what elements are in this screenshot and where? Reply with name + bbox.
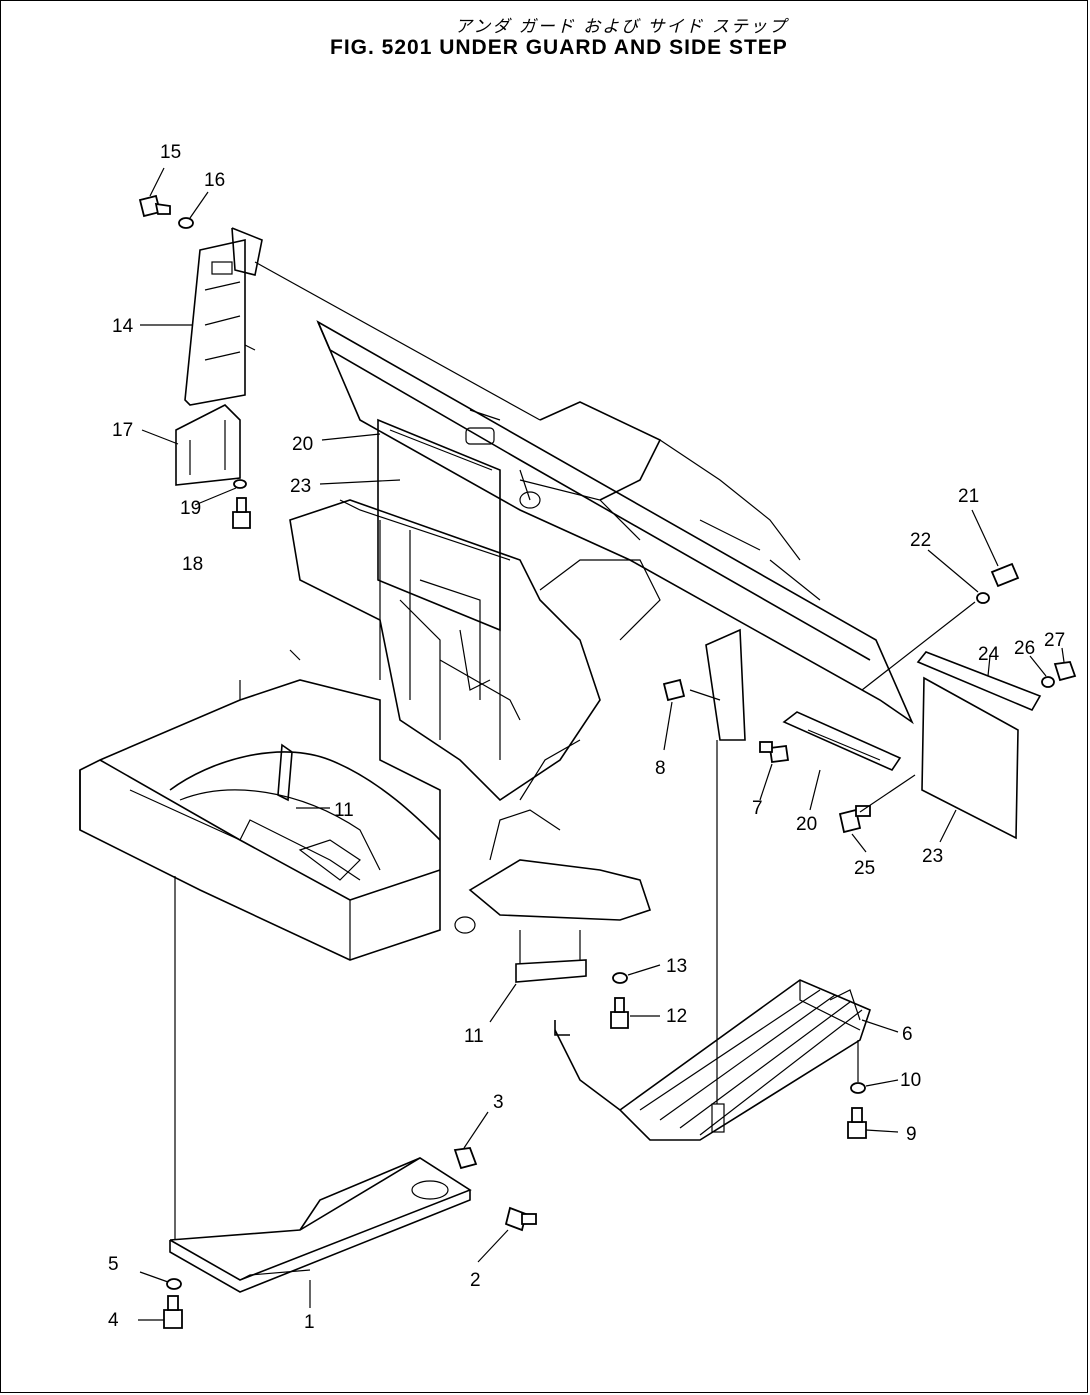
bracket-part: [277, 743, 587, 983]
callout-10: 10: [900, 1070, 921, 1091]
callout-2: 2: [470, 1270, 481, 1291]
leader-lines: [138, 167, 1065, 1321]
callout-labels: 1 2 3 4 5 6 7 8 9 10 11 11 12 13 14 15 1…: [108, 142, 1065, 1333]
callout-14: 14: [112, 316, 134, 337]
callout-1: 1: [304, 1312, 315, 1333]
fasteners: [138, 194, 1077, 1329]
callout-18: 18: [182, 554, 203, 575]
callout-26: 26: [1014, 638, 1035, 659]
callout-16: 16: [204, 170, 225, 191]
callout-24: 24: [978, 644, 1000, 665]
figure-title: FIG. 5201 UNDER GUARD AND SIDE STEP: [330, 36, 788, 59]
callout-23-right: 23: [922, 846, 943, 867]
callout-21: 21: [958, 486, 979, 507]
under-guard-part: [169, 1157, 472, 1293]
callout-23-left: 23: [290, 476, 311, 497]
callout-3: 3: [493, 1092, 504, 1113]
callout-6: 6: [902, 1024, 913, 1045]
callout-4: 4: [108, 1310, 119, 1331]
callout-7: 7: [752, 798, 763, 819]
callout-27: 27: [1044, 630, 1065, 651]
side-plates-part: [377, 418, 1042, 840]
callout-12: 12: [666, 1006, 687, 1027]
callout-20-left: 20: [292, 434, 313, 455]
callout-19: 19: [180, 498, 201, 519]
ladder-part: [175, 227, 263, 486]
callout-8: 8: [655, 758, 666, 779]
callout-22: 22: [910, 530, 931, 551]
callout-17: 17: [112, 420, 133, 441]
figure-title-japanese: アンダ ガード および サイド ステップ: [455, 17, 788, 37]
callout-25: 25: [854, 858, 875, 879]
callout-13: 13: [666, 956, 687, 977]
callout-15: 15: [160, 142, 181, 163]
callout-5: 5: [108, 1254, 119, 1275]
callout-20-right: 20: [796, 814, 817, 835]
side-step-part: [554, 979, 871, 1141]
callout-11-upper: 11: [334, 800, 354, 821]
machine-frame: [79, 320, 914, 961]
callout-11-lower: 11: [464, 1026, 484, 1047]
callout-9: 9: [906, 1124, 917, 1145]
